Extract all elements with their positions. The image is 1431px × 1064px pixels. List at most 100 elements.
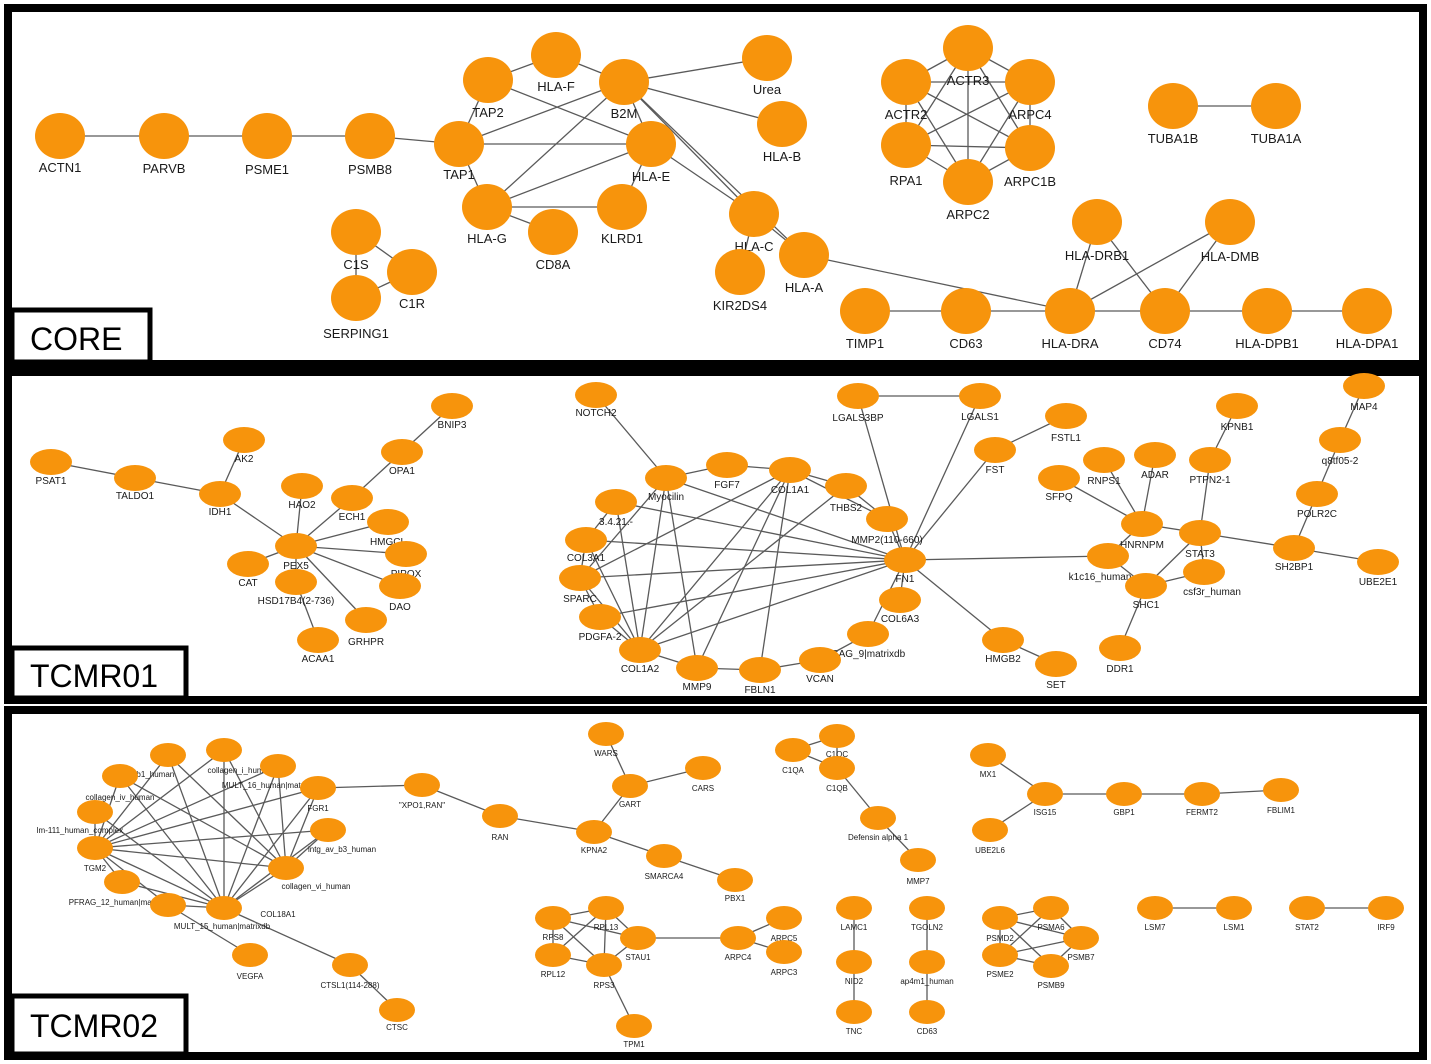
node-fgf7: FGF7 <box>706 452 748 491</box>
node-shape <box>909 1000 945 1024</box>
edge-fn1-hmgb2 <box>904 559 1004 641</box>
node-label: LGALS1 <box>961 412 999 423</box>
node-shape <box>379 998 415 1022</box>
node-label: B2M <box>611 106 638 121</box>
node-shape <box>959 383 1001 409</box>
node-wars: WARS <box>588 722 624 758</box>
node-q8tf05-2: q8tf05-2 <box>1319 427 1361 467</box>
node-col1a2: COL1A2 <box>619 637 661 675</box>
node-notch2: NOTCH2 <box>575 382 617 419</box>
node-label: DAO <box>389 602 411 613</box>
node-label: KLRD1 <box>601 231 643 246</box>
node-ak2: AK2 <box>223 427 265 465</box>
node-label: RPL13 <box>594 923 619 932</box>
node-label: PDGFA-2 <box>579 632 622 643</box>
node-tuba1a: TUBA1A <box>1251 83 1302 146</box>
node-myocilin: Myocilin <box>645 465 687 503</box>
node-hao2: HAO2 <box>281 473 323 511</box>
node-label: OPA1 <box>389 466 415 477</box>
node-shape <box>1005 125 1055 171</box>
node-3-4-21: 3.4.21.- <box>595 489 637 528</box>
node-shape <box>482 804 518 828</box>
node-label: C1QC <box>826 750 848 759</box>
node-collagen-vi-human: collagen_vi_human <box>268 856 350 891</box>
node-serping1: SERPING1 <box>323 275 389 341</box>
node-shape <box>1242 288 1292 334</box>
node-label: PEX5 <box>283 561 309 572</box>
node-ddr1: DDR1 <box>1099 635 1141 675</box>
node-label: HLA-F <box>537 79 575 94</box>
node-shape <box>620 926 656 950</box>
node-label: SPARC <box>563 594 597 605</box>
node-label: PSME1 <box>245 162 289 177</box>
node-label: DDR1 <box>1106 664 1134 675</box>
node-shape <box>881 122 931 168</box>
node-shape <box>720 926 756 950</box>
node-shape <box>579 604 621 630</box>
node-fbln1: FBLN1 <box>739 657 781 696</box>
edge-3-4-21-fn1 <box>615 501 906 561</box>
node-label: PARVB <box>143 161 186 176</box>
node-label: ARPC4 <box>725 953 752 962</box>
node-label: MX1 <box>980 770 997 779</box>
node-shape <box>1038 465 1080 491</box>
node-shape <box>367 509 409 535</box>
node-shape <box>1368 896 1404 920</box>
node-label: TPM1 <box>623 1040 645 1049</box>
node-label: PSMB7 <box>1067 953 1095 962</box>
node-label: PTPN2-1 <box>1189 475 1231 486</box>
node-label: CD8A <box>536 257 571 272</box>
node-label: COL18A1 <box>260 910 296 919</box>
node-label: PSME2 <box>986 970 1014 979</box>
node-label: ACAA1 <box>302 654 335 665</box>
edge-col3a1-fn1 <box>585 539 906 561</box>
node-shape <box>387 249 437 295</box>
node-mmp9: MMP9 <box>676 655 718 693</box>
node-label: CTSL1(114-288) <box>321 981 380 990</box>
node-shape <box>1087 543 1129 569</box>
node-label: SHC1 <box>1133 600 1160 611</box>
node-sparc: SPARC <box>559 565 601 605</box>
edge-notch2-myocilin <box>595 394 667 479</box>
node-rpa1: RPA1 <box>881 122 931 188</box>
node-stau1: STAU1 <box>620 926 656 962</box>
node-arpc3: ARPC3 <box>766 940 802 977</box>
node-shape <box>206 738 242 762</box>
node-label: COL3A1 <box>567 553 606 564</box>
node-tuba1b: TUBA1B <box>1148 83 1198 146</box>
edge-tgm2-col18a1 <box>94 847 225 909</box>
node-ube2l6: UBE2L6 <box>972 818 1008 855</box>
node-shape <box>595 489 637 515</box>
node-hla-e: HLA-E <box>626 121 676 184</box>
node-shape <box>1033 896 1069 920</box>
edge-intg-a3-b1-human-col18a1 <box>167 754 225 909</box>
node-label: MMP9 <box>683 682 712 693</box>
node-label: UBE2L6 <box>975 846 1005 855</box>
edge-fn1-lgals3bp <box>857 395 906 561</box>
node-shape <box>982 906 1018 930</box>
node-arpc5: ARPC5 <box>766 906 802 943</box>
node-shape <box>260 754 296 778</box>
node-label: KIR2DS4 <box>713 298 767 313</box>
node-psat1: PSAT1 <box>30 449 72 487</box>
node-label: HSD17B4(2-736) <box>258 596 335 607</box>
node-label: CD63 <box>949 336 982 351</box>
node-label: HMGCL <box>370 537 407 548</box>
node-shape <box>150 893 186 917</box>
node-shape <box>1263 778 1299 802</box>
node-irf9: IRF9 <box>1368 896 1404 932</box>
node-shape <box>597 184 647 230</box>
node-shape <box>847 621 889 647</box>
node-label: ADAR <box>1141 470 1169 481</box>
node-mx1: MX1 <box>970 743 1006 779</box>
node-label: KPNB1 <box>1221 422 1254 433</box>
node-shape <box>1343 373 1385 399</box>
node-ap4m1-human: ap4m1_human <box>900 950 954 986</box>
node-taldo1: TALDO1 <box>114 465 156 502</box>
edge-col1a1-col1a2 <box>639 469 791 651</box>
node-c1qc: C1QC <box>819 724 855 759</box>
node-shape <box>1189 447 1231 473</box>
node-shape <box>825 473 867 499</box>
node-label: HLA-DPB1 <box>1235 336 1299 351</box>
